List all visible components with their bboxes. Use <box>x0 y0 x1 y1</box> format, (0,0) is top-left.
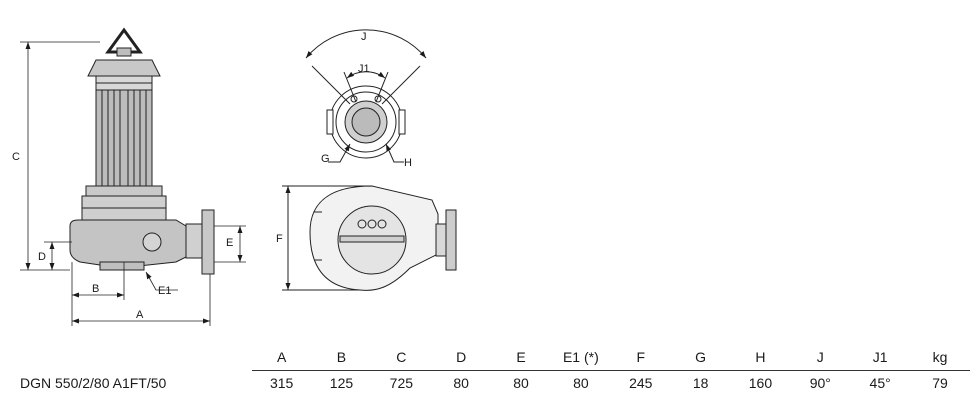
spec-header-model <box>20 344 252 371</box>
spec-cell-model: DGN 550/2/80 A1FT/50 <box>20 374 167 391</box>
spec-header-e: E <box>491 344 551 371</box>
spec-cell-h: 160 <box>748 375 773 391</box>
spec-header-a: A <box>251 344 312 371</box>
spec-cell-e1: 80 <box>573 375 589 391</box>
spec-header-c: C <box>371 344 432 371</box>
spec-header-j: J <box>790 344 851 371</box>
pump-side-view <box>69 27 215 275</box>
spec-table: A B C D E E1 (*) F G H J J1 kg DGN 550/2… <box>20 344 970 395</box>
dim-label-f: F <box>276 233 283 245</box>
spec-header-d: D <box>431 344 492 371</box>
spec-cell-a: 315 <box>269 375 294 391</box>
dim-label-g: G <box>321 153 330 165</box>
dim-label-e: E <box>226 237 233 249</box>
dim-label-j: J <box>361 31 367 43</box>
spec-cell-g: 18 <box>692 375 709 391</box>
spec-header-row: A B C D E E1 (*) F G H J J1 kg <box>20 344 970 371</box>
spec-cell-kg: 79 <box>932 375 948 391</box>
dim-label-a: A <box>136 309 144 321</box>
pump-top-view <box>305 29 427 163</box>
dim-label-c: C <box>12 151 20 163</box>
spec-cell-e: 80 <box>513 375 529 391</box>
spec-cell-f: 245 <box>629 375 653 391</box>
dim-label-h: H <box>404 157 412 169</box>
dim-label-e1: E1 <box>158 285 171 297</box>
pump-technical-drawing: C D E B A E1 J J1 G H <box>12 27 457 326</box>
dim-label-j1: J1 <box>358 63 370 75</box>
spec-header-f: F <box>610 344 671 371</box>
spec-header-b: B <box>311 344 372 371</box>
dim-label-b: B <box>92 283 99 295</box>
spec-header-j1: J1 <box>850 344 911 371</box>
spec-cell-j1: 45° <box>869 375 891 391</box>
spec-table-area: A B C D E E1 (*) F G H J J1 kg DGN 550/2… <box>0 340 970 400</box>
pump-bottom-view <box>282 185 457 291</box>
spec-cell-j: 90° <box>809 375 831 391</box>
spec-cell-d: 80 <box>453 375 469 391</box>
spec-row: DGN 550/2/80 A1FT/50 315 125 725 80 80 8… <box>20 371 970 396</box>
dim-label-d: D <box>38 251 46 263</box>
spec-header-g: G <box>670 344 731 371</box>
side-dimensions <box>20 41 246 326</box>
spec-header-h: H <box>730 344 791 371</box>
spec-cell-b: 125 <box>329 375 354 391</box>
spec-cell-c: 725 <box>389 375 414 391</box>
spec-header-kg: kg <box>910 344 970 371</box>
spec-header-e1: E1 (*) <box>550 344 611 371</box>
